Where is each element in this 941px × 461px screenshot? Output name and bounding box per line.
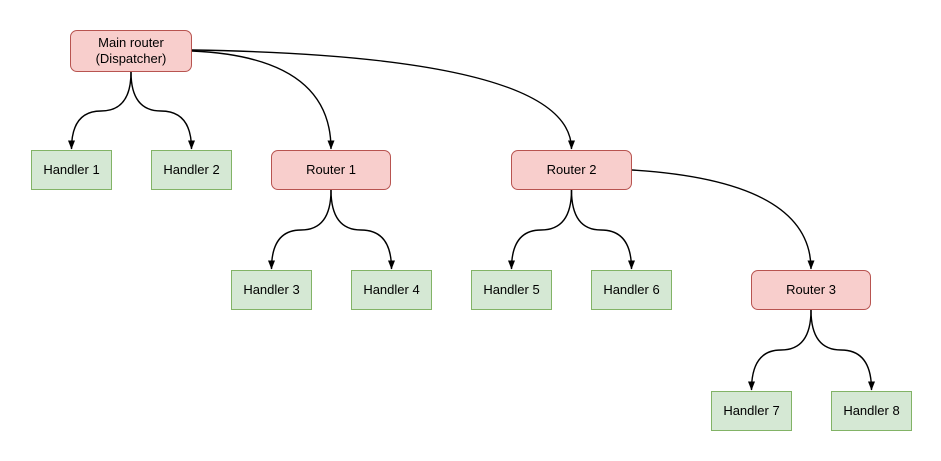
edge-main-router-to-handler-2 (130, 71, 195, 150)
edge-main-router-to-handler-1 (68, 71, 132, 150)
node-handler-2: Handler 2 (151, 150, 232, 190)
node-main-router: Main router (Dispatcher) (70, 30, 192, 72)
edge-router-3-to-handler-7 (748, 309, 812, 391)
node-handler-8: Handler 8 (831, 391, 912, 431)
node-router-1: Router 1 (271, 150, 391, 190)
node-handler-5: Handler 5 (471, 270, 552, 310)
node-handler-6: Handler 6 (591, 270, 672, 310)
edge-router-3-to-handler-8 (810, 309, 875, 391)
edge-router-1-to-handler-4 (330, 189, 395, 270)
node-router-2: Router 2 (511, 150, 632, 190)
edge-router-1-to-handler-3 (268, 189, 332, 270)
node-handler-7: Handler 7 (711, 391, 792, 431)
edge-main-router-to-router-2 (191, 49, 575, 150)
node-handler-3: Handler 3 (231, 270, 312, 310)
edge-main-router-to-router-1 (191, 50, 335, 150)
node-handler-1: Handler 1 (31, 150, 112, 190)
node-handler-4: Handler 4 (351, 270, 432, 310)
node-router-3: Router 3 (751, 270, 871, 310)
edge-router-2-to-router-3 (631, 169, 815, 270)
edge-router-2-to-handler-6 (570, 189, 635, 270)
edge-router-2-to-handler-5 (508, 189, 573, 270)
